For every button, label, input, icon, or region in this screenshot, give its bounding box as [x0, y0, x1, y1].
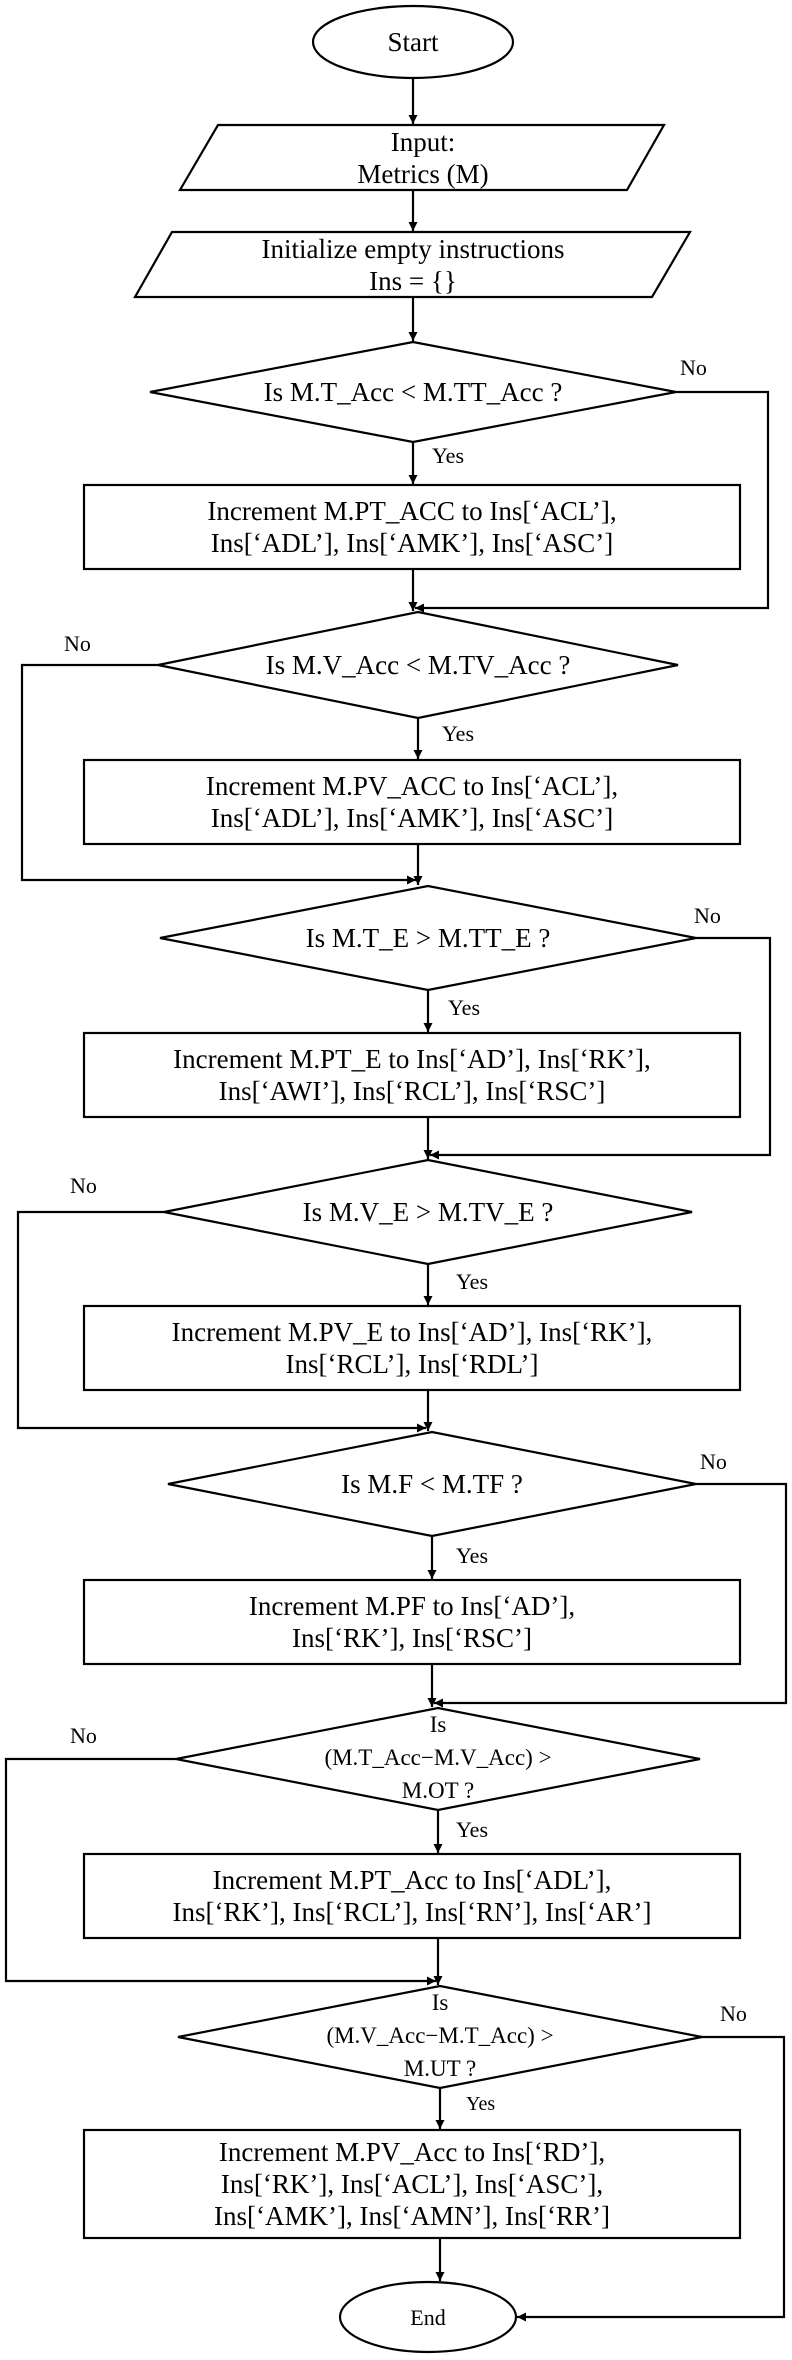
process-5-label: Increment M.PF to Ins[‘AD’], Ins[‘RK’], … — [248, 1591, 576, 1653]
process-2 — [82, 758, 742, 846]
process-4-label: Increment M.PV_E to Ins[‘AD’], Ins[‘RK’]… — [171, 1317, 653, 1379]
input-parallelogram — [178, 123, 666, 192]
bypass-d3-no — [430, 936, 772, 1160]
no-label-d6: No — [70, 1723, 97, 1748]
decision-5-label: Is M.F < M.TF ? — [341, 1469, 523, 1499]
no-label-d1: No — [680, 355, 707, 380]
process-2-label: Increment M.PV_ACC to Ins[‘ACL’], Ins[‘A… — [205, 771, 619, 833]
decision-2 — [157, 610, 679, 720]
end-terminal — [338, 2280, 518, 2354]
decision-6 — [175, 1706, 701, 1812]
yes-label-d7: Yes — [466, 2093, 496, 2115]
yes-label-d1: Yes — [432, 443, 465, 468]
process-1-label: Increment M.PT_ACC to Ins[‘ACL’], Ins[‘A… — [207, 496, 617, 558]
decision-4-label: Is M.V_E > M.TV_E ? — [302, 1197, 554, 1227]
input-label: Input: Metrics (M) — [357, 127, 489, 189]
bypass-d4-no — [16, 1210, 426, 1433]
yes-label-d5: Yes — [456, 1543, 489, 1568]
no-label-d4: No — [70, 1173, 97, 1198]
no-label-d5: No — [700, 1449, 727, 1474]
yes-label-d6: Yes — [456, 1817, 489, 1842]
bypass-d1-no — [415, 390, 770, 613]
yes-label-d2: Yes — [442, 721, 475, 746]
decision-6-label: Is (M.T_Acc−M.V_Acc) > M.OT ? — [324, 1712, 552, 1803]
no-label-d2: No — [64, 631, 91, 656]
bypass-d2-no — [20, 663, 416, 885]
end-label: End — [410, 2305, 446, 2330]
no-label-d3: No — [694, 903, 721, 928]
decision-7-label: Is (M.V_Acc−M.T_Acc) > M.UT ? — [326, 1990, 554, 2081]
bypass-d5-no — [434, 1482, 788, 1708]
process-6 — [82, 1852, 742, 1940]
process-3 — [82, 1031, 742, 1119]
init-parallelogram — [133, 230, 692, 299]
process-3-label: Increment M.PT_E to Ins[‘AD’], Ins[‘RK’]… — [173, 1044, 651, 1106]
no-label-d7: No — [720, 2001, 747, 2026]
decision-2-label: Is M.V_Acc < M.TV_Acc ? — [265, 650, 571, 680]
process-1 — [82, 483, 742, 571]
start-label: Start — [387, 27, 439, 57]
decision-1-label: Is M.T_Acc < M.TT_Acc ? — [263, 377, 563, 407]
process-5 — [82, 1578, 742, 1666]
process-6-label: Increment M.PT_Acc to Ins[‘ADL’], Ins[‘R… — [172, 1865, 652, 1927]
yes-label-d3: Yes — [448, 995, 481, 1020]
process-4 — [82, 1304, 742, 1392]
yes-label-d4: Yes — [456, 1269, 489, 1294]
process-7-label: Increment M.PV_Acc to Ins[‘RD’], Ins[‘RK… — [214, 2137, 610, 2231]
process-7 — [82, 2128, 742, 2240]
decision-4 — [163, 1158, 693, 1266]
decision-3-label: Is M.T_E > M.TT_E ? — [305, 923, 551, 953]
bypass-d6-no — [4, 1757, 436, 1986]
init-label: Initialize empty instructions Ins = {} — [261, 234, 565, 296]
bypass-d7-no — [517, 2035, 786, 2322]
